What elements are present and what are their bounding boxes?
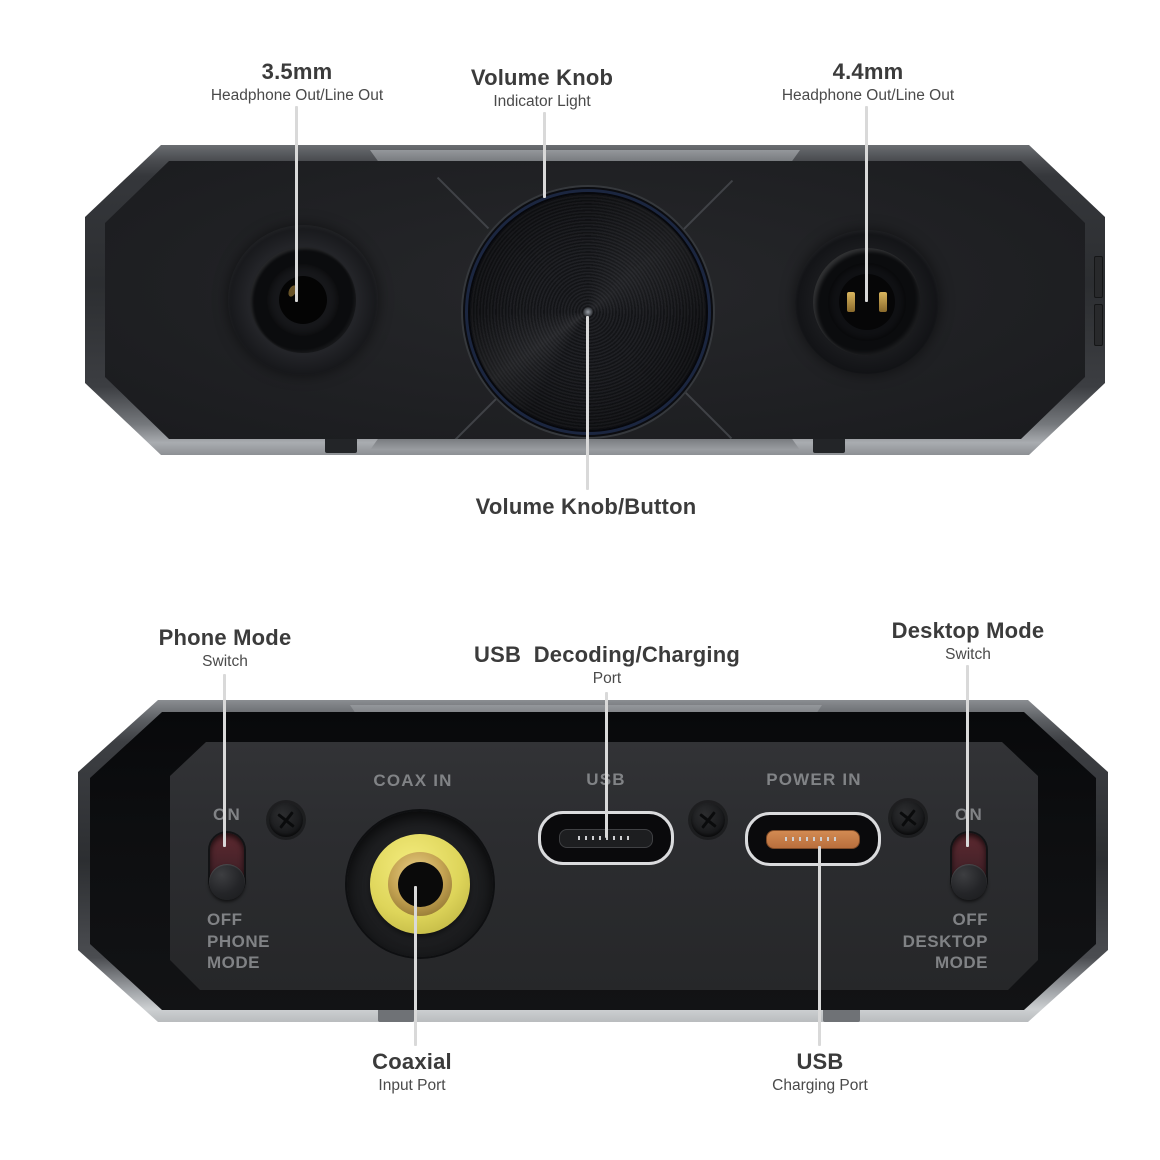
leader-line-coaxial [414,886,417,1046]
leader-line-4-4mm [865,106,868,302]
callout-volume-knob-button: Volume Knob/Button [436,495,736,519]
callout-3-5mm: 3.5mm Headphone Out/Line Out [147,60,447,105]
callout-subtitle: Switch [202,653,248,670]
callout-4-4mm: 4.4mm Headphone Out/Line Out [718,60,1018,105]
rca-hole [398,862,443,907]
switch-knob [951,864,987,900]
callout-title: Desktop Mode [891,618,1045,643]
callout-title: Volume Knob/Button [475,494,697,519]
switch-knob [209,864,245,900]
knob-center-glint [583,307,593,317]
panel-label-desktop-mode: OFF DESKTOP MODE [902,910,988,972]
jack-outer-ring [795,230,939,374]
leader-line-phone-mode [223,674,226,847]
callout-usb-charging: USB Charging Port [670,1050,970,1095]
panel-label-on-left: ON [213,805,241,824]
coaxial-rca-jack [347,811,493,957]
screw-icon [891,801,925,835]
gold-pin [879,292,887,312]
gold-pin [847,292,855,312]
leader-line-indicator [543,112,546,198]
jack-outer-ring [228,225,378,375]
device-top-faceplate [105,161,1085,439]
device-rear-frame: ON OFF PHONE MODE COAX IN [78,700,1108,1022]
device-top-frame [85,145,1105,455]
side-button [1094,256,1103,298]
panel-label-coax-in: COAX IN [373,771,453,790]
leader-line-desktop-mode [966,665,969,847]
callout-title: Coaxial [372,1049,452,1074]
callout-title: Volume Knob [470,65,614,90]
leader-line-3-5mm [295,106,298,302]
callout-coaxial: Coaxial Input Port [262,1050,562,1095]
callout-usb-decoding-charging: USB Decoding/Charging Port [447,643,767,688]
panel-label-power-in: POWER IN [766,770,862,789]
callout-title: 3.5mm [261,59,333,84]
headphone-jack-3-5mm [228,225,378,375]
leader-line-knob-button [586,316,589,490]
side-button [1094,304,1103,346]
leader-line-usb-charging [818,846,821,1046]
power-port-tongue [766,830,860,849]
headphone-jack-4-4mm [795,230,939,374]
callout-phone-mode: Phone Mode Switch [75,626,375,671]
rca-gold-ring [388,852,452,916]
callout-title: USB Decoding/Charging [474,642,740,667]
callout-subtitle: Charging Port [772,1077,868,1094]
leader-line-usb-decoding [605,692,608,838]
power-in-port [745,812,881,866]
screw-icon [269,803,303,837]
callout-subtitle: Switch [945,646,991,663]
rca-yellow-ring [370,834,470,934]
panel-label-phone-mode: OFF PHONE MODE [207,910,270,972]
callout-subtitle: Input Port [378,1077,446,1094]
callout-subtitle: Headphone Out/Line Out [210,87,384,104]
volume-knob [470,194,706,430]
screw-icon [691,803,725,837]
callout-volume-knob-indicator: Volume Knob Indicator Light [392,66,692,111]
callout-subtitle: Port [592,670,622,687]
desktop-mode-switch [952,833,986,897]
callout-title: Phone Mode [158,625,292,650]
rear-panel: ON OFF PHONE MODE COAX IN [170,742,1038,990]
panel-label-on-right: ON [955,805,983,824]
phone-mode-switch [210,833,244,897]
callout-desktop-mode: Desktop Mode Switch [818,619,1118,664]
callout-subtitle: Headphone Out/Line Out [781,87,955,104]
callout-subtitle: Indicator Light [493,93,591,110]
callout-title: 4.4mm [832,59,904,84]
callout-title: USB [796,1049,844,1074]
